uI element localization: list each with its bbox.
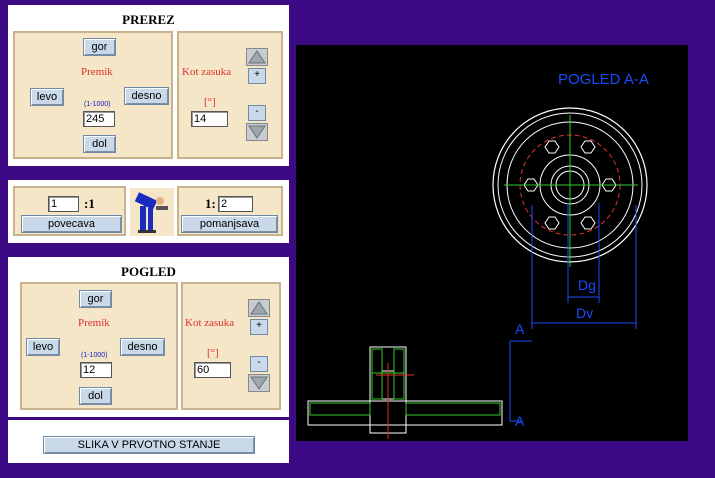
prerez-range-label: (1-1000) (84, 101, 111, 108)
dv-label: Dv (576, 305, 594, 321)
prerez-down-button[interactable]: dol (83, 135, 116, 153)
section-divider (8, 166, 289, 180)
zoom-in-input[interactable] (48, 196, 79, 212)
prerez-kot-label: Kot zasuka (182, 66, 232, 78)
prerez-up-button[interactable]: gor (83, 38, 116, 56)
pogled-left-button[interactable]: levo (26, 338, 60, 356)
zoom-out-input[interactable] (218, 196, 253, 212)
person-icon (134, 192, 168, 233)
pogled-kot-input[interactable] (194, 362, 231, 378)
zoom-out-button[interactable]: pomanjsava (181, 215, 278, 233)
prerez-rotate-up-arrow[interactable] (246, 48, 268, 66)
pogled-deg-label: [°] (207, 347, 219, 359)
pogled-minus-button[interactable]: - (250, 356, 268, 372)
pogled-premik-input[interactable] (80, 362, 112, 378)
pogled-down-button[interactable]: dol (79, 387, 112, 405)
zoom-out-ratio: 1: (205, 196, 216, 211)
pogled-rotate-down-arrow[interactable] (248, 374, 270, 392)
prerez-premik-label: Premik (81, 66, 113, 78)
zoom-in-button[interactable]: povecava (21, 215, 122, 233)
prerez-title: PREREZ (122, 12, 175, 27)
triangle-down-icon (250, 376, 268, 390)
section-a-top-label: A (515, 321, 525, 337)
cad-drawing-canvas[interactable]: POGLED A-A (296, 45, 688, 441)
section-divider-2 (8, 243, 289, 257)
prerez-rotate-down-arrow[interactable] (246, 123, 268, 141)
pogled-premik-label: Premik (78, 317, 110, 329)
prerez-plus-button[interactable]: + (248, 68, 266, 84)
pogled-up-button[interactable]: gor (79, 290, 112, 308)
flange-drawing (307, 107, 648, 439)
prerez-right-button[interactable]: desno (124, 87, 169, 105)
pogled-title: POGLED (121, 264, 176, 279)
pogled-rotate-up-arrow[interactable] (248, 299, 270, 317)
prerez-minus-button[interactable]: - (248, 105, 266, 121)
triangle-up-icon (248, 50, 266, 64)
pogled-right-button[interactable]: desno (120, 338, 165, 356)
prerez-premik-input[interactable] (83, 111, 115, 127)
mechanic-figure (130, 188, 174, 236)
dg-label: Dg (578, 277, 596, 293)
prerez-left-button[interactable]: levo (30, 88, 64, 106)
view-title: POGLED A-A (558, 71, 649, 88)
prerez-deg-label: [°] (204, 96, 216, 108)
section-divider-3 (8, 417, 289, 420)
pogled-plus-button[interactable]: + (250, 319, 268, 335)
triangle-down-icon (248, 125, 266, 139)
reset-view-button[interactable]: SLIKA V PRVOTNO STANJE (43, 436, 255, 454)
triangle-up-icon (250, 301, 268, 315)
prerez-kot-input[interactable] (191, 111, 228, 127)
zoom-in-ratio: :1 (84, 196, 95, 211)
pogled-range-label: (1-1000) (81, 352, 108, 359)
section-a-bottom-label: A (515, 413, 525, 429)
pogled-kot-label: Kot zasuka (185, 317, 235, 329)
